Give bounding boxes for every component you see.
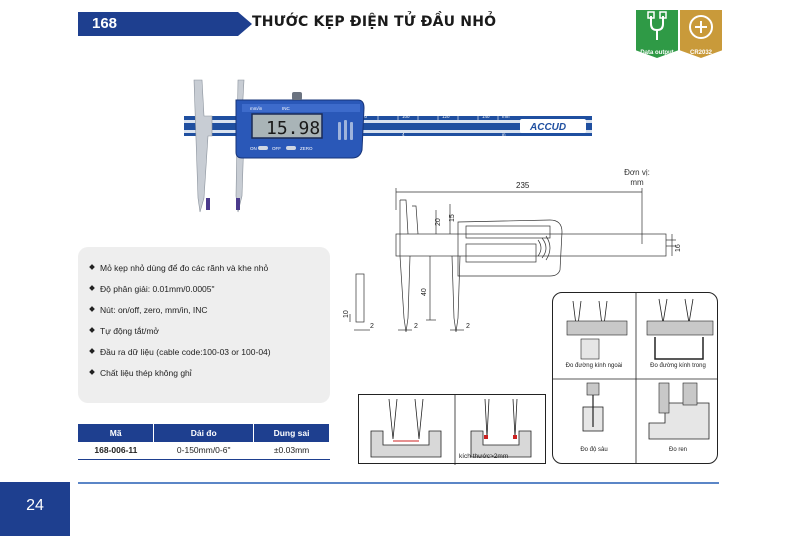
data-output-badge: Data output: [636, 10, 678, 58]
length-dimension: 235: [516, 181, 530, 190]
dimension-drawing: 235 40 20 15 16 10 2 2 2: [343, 181, 680, 333]
badge-label: Data output: [640, 50, 674, 56]
jaw-top-dimension: 20: [435, 218, 442, 226]
tip-width3-dimension: 2: [466, 323, 470, 330]
header-accuracy: Dung sai: [253, 424, 330, 442]
scale-mm-label: 100: [402, 114, 410, 119]
data-cable-icon: [647, 11, 667, 40]
unit-label: Đơn vị:: [624, 168, 650, 177]
use-depth-label: Đo độ sâu: [580, 447, 608, 453]
scale-in-unit: in: [502, 132, 506, 137]
jaw-depth-dimension: 40: [421, 288, 428, 296]
scale-mm-label: 120: [442, 114, 450, 119]
feature-item: Mỏ kẹp nhỏ dùng để đo các rãnh và khe nh…: [90, 263, 330, 273]
badge-label: CR2032: [689, 50, 712, 56]
caliper-image: 80 100 120 140 mm 4 in ACCUD mm/in INC 1…: [184, 79, 592, 213]
measurement-uses: Đo đường kính ngoài Đo đường kính trong …: [552, 292, 718, 464]
footer-divider: [78, 482, 719, 484]
header-code: Mã: [78, 424, 155, 442]
feature-item: Độ phân giải: 0.01mm/0.0005": [90, 284, 330, 294]
spec-table: Mã Dải đo Dung sai 168-006-11 0-150mm/0-…: [78, 424, 330, 460]
coin-battery-icon: [689, 15, 713, 39]
slot-diagram: [370, 395, 532, 465]
use-step-label: Đo ren: [668, 447, 687, 453]
cell-code: 168-006-11: [78, 442, 154, 460]
scale-mm-unit: mm: [502, 114, 510, 119]
unit-note: Đơn vị: mm: [612, 168, 662, 188]
feature-list: Mỏ kẹp nhỏ dùng để đo các rãnh và khe nh…: [78, 247, 330, 403]
battery-badge: CR2032: [680, 10, 722, 58]
uses-diagram: [553, 293, 717, 463]
slot-size-label: kích thước>2mm: [459, 453, 509, 460]
height-dimension: 16: [675, 244, 680, 252]
mm-in-button-label: mm/in: [250, 106, 263, 111]
off-button-label: OFF: [272, 146, 281, 151]
zero-button-label: ZERO: [300, 146, 313, 151]
page-number: 24: [0, 482, 70, 536]
feature-item: Nút: on/off, zero, mm/in, INC: [90, 305, 330, 315]
use-inside-label: Đo đường kính trong: [650, 363, 706, 369]
header-range: Dải đo: [153, 424, 255, 442]
brand-logo: ACCUD: [529, 122, 566, 133]
cell-range: 0-150mm/0-6": [153, 442, 254, 460]
scale-mm-label: 140: [482, 114, 490, 119]
scale-mm-label: 80: [362, 114, 368, 119]
feature-item: Tự động tắt/mở: [90, 326, 330, 336]
table-row: 168-006-11 0-150mm/0-6" ±0.03mm: [78, 442, 330, 460]
scale-in-label: 4: [402, 132, 405, 137]
tip-width2-dimension: 2: [414, 323, 418, 330]
slot-illustration: kích thước>2mm: [358, 394, 546, 465]
use-outside-label: Đo đường kính ngoài: [565, 363, 623, 369]
inc-button-label: INC: [282, 106, 291, 111]
cell-accuracy: ±0.03mm: [253, 442, 330, 460]
unit-value: mm: [630, 178, 644, 187]
feature-item: Đầu ra dữ liệu (cable code:100-03 or 100…: [90, 347, 330, 357]
page-title: THƯỚC KẸP ĐIỆN TỬ ĐẦU NHỎ: [252, 14, 497, 30]
feature-item: Chất liệu thép không ghỉ: [90, 368, 330, 378]
tip-height-dimension: 10: [343, 310, 350, 318]
tip-width-dimension: 2: [370, 323, 374, 330]
catalog-number: 168: [78, 12, 252, 36]
on-button-label: ON: [250, 146, 257, 151]
jaw-top2-dimension: 15: [449, 214, 456, 222]
lcd-reading: 15.98: [266, 118, 320, 139]
